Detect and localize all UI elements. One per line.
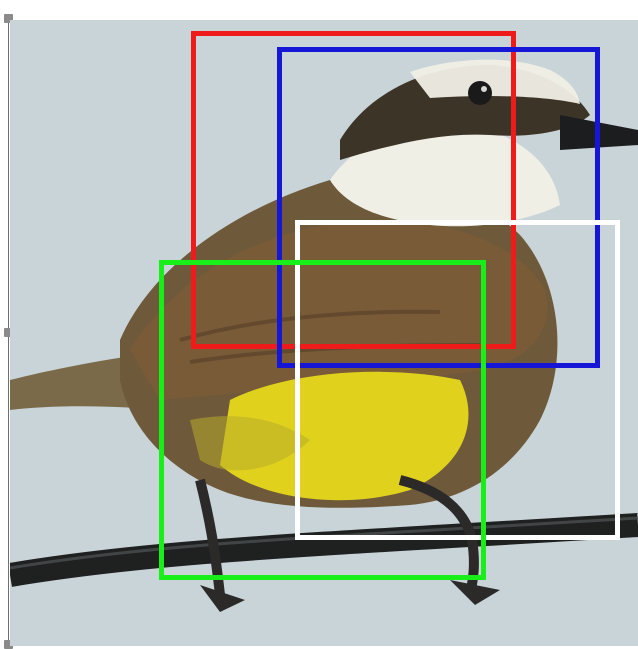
bird-illustration [10,20,638,646]
bird-throat [330,124,560,227]
bird-foot-left [200,585,245,612]
bird-leg-left [195,478,225,596]
perch-wire [10,513,638,587]
resize-handle-icon[interactable] [4,14,13,23]
bird-yellow-belly [220,371,469,501]
bird-photo [10,20,638,646]
bird-foot-right [450,580,500,605]
bird-eye-highlight [481,86,487,92]
resize-handle-icon[interactable] [4,640,13,649]
bird-eye [468,81,492,105]
resize-handle-icon[interactable] [4,328,13,337]
bird-belly-shade [190,416,310,471]
bird-crown-white [410,59,580,104]
wire-highlight [10,516,638,570]
